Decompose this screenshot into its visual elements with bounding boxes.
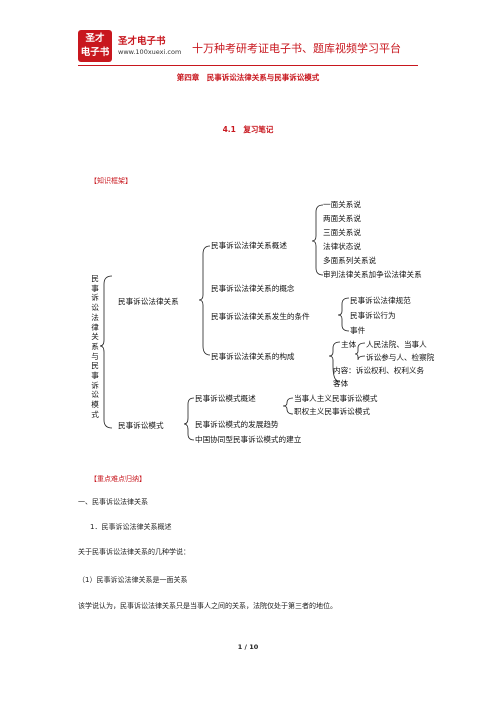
node-mode: 民事诉讼模式 <box>118 421 164 430</box>
mode-item: 当事人主义民事诉讼模式 <box>294 394 378 403</box>
mode-item: 职权主义民事诉讼模式 <box>294 407 370 416</box>
heading-level-3: （1）民事诉讼法律关系是一面关系 <box>78 576 188 584</box>
header-divider <box>78 65 418 66</box>
subject-item: 诉讼参与人、检察院 <box>366 353 435 362</box>
heading-level-1: 一、民事诉讼法律关系 <box>78 498 148 506</box>
node-composition: 民事诉讼法律关系的构成 <box>211 352 295 361</box>
logo-top-text: 圣才 <box>85 33 105 44</box>
logo-bottom-text: 电子书 <box>80 47 110 58</box>
page-number: 1 / 10 <box>237 643 259 651</box>
condition-item: 民事诉讼行为 <box>350 311 396 320</box>
brand-name: 圣才电子书 <box>118 36 166 47</box>
node-subject: 主体 <box>341 340 357 349</box>
node-overview: 民事诉讼法律关系概述 <box>211 241 287 250</box>
chapter-title: 第四章 民事诉讼法律关系与民事诉讼模式 <box>176 73 320 82</box>
subject-item: 人民法院、当事人 <box>366 340 427 349</box>
node-trend: 民事诉讼模式的发展趋势 <box>195 420 279 429</box>
logo: 圣才 电子书 <box>78 30 112 62</box>
theory-item: 一面关系说 <box>323 200 361 209</box>
paragraph: 该学说认为，民事诉讼法律关系只是当事人之间的关系，法院仅处于第三者的地位。 <box>78 602 337 610</box>
node-occurrence: 民事诉讼法律关系发生的条件 <box>211 312 310 321</box>
theory-item: 多面系列关系说 <box>323 256 377 265</box>
theory-item: 法律状态说 <box>323 242 361 251</box>
node-legal-relation: 民事诉讼法律关系 <box>118 297 179 306</box>
node-object: 客体 <box>333 379 349 388</box>
theory-item: 审判法律关系加争讼法律关系 <box>323 270 422 279</box>
slogan: 十万种考研考证电子书、题库视频学习平台 <box>192 42 401 55</box>
node-content: 内容：诉讼权利、权利义务 <box>333 366 425 375</box>
brand-url[interactable]: www.100xuexi.com <box>118 48 182 56</box>
knowledge-framework-label: 【知识框架】 <box>90 177 132 185</box>
theory-item: 三面关系说 <box>323 228 361 237</box>
node-concept: 民事诉讼法律关系的概念 <box>211 284 295 293</box>
heading-level-2: 1．民事诉讼法律关系概述 <box>90 523 172 531</box>
node-mode-overview: 民事诉讼模式概述 <box>195 394 256 403</box>
section-title: 4.1 复习笔记 <box>222 125 274 134</box>
key-points-label: 【重点难点归纳】 <box>90 475 146 483</box>
condition-item: 事件 <box>350 326 366 335</box>
paragraph: 关于民事诉讼法律关系的几种学说： <box>78 548 190 556</box>
theory-item: 两面关系说 <box>323 214 361 223</box>
mindmap-root: 民事诉讼法律关系与民事诉讼模式 <box>91 274 99 419</box>
condition-item: 民事诉讼法律规范 <box>350 296 411 305</box>
node-china: 中国协同型民事诉讼模式的建立 <box>195 435 302 444</box>
